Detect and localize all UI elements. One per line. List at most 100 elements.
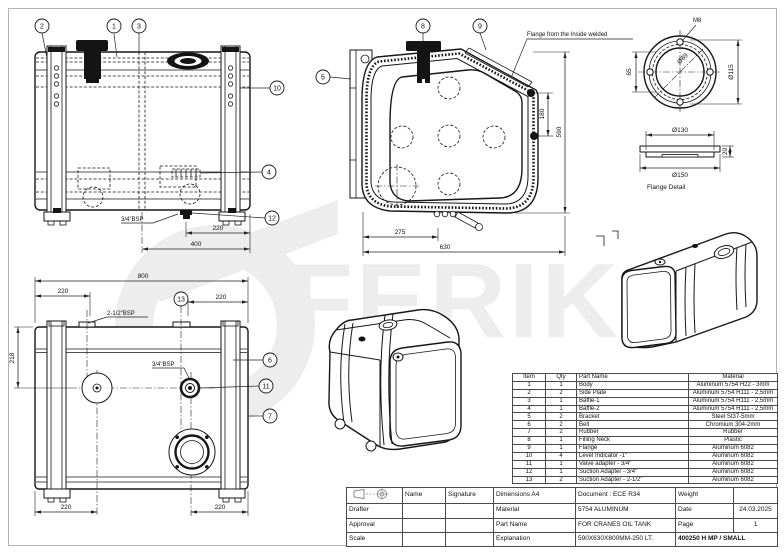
iso2-filler-cap — [713, 245, 735, 259]
svg-text:13: 13 — [177, 297, 185, 304]
dim-275: 275 — [395, 229, 406, 236]
flange-detail-caption: Flange Detail — [647, 184, 686, 191]
part-code: 400250 H MP / SMALL — [675, 531, 778, 547]
scale-label: Scale — [346, 531, 403, 547]
parts-header-row: Item Qty Part Name Material — [512, 373, 778, 382]
belt-left-rear — [43, 320, 71, 503]
weight-value — [733, 487, 778, 504]
part-name-value: FOR CRANES OIL TANK — [575, 517, 676, 533]
title-block: Name Signature Dimensions A4 Document : … — [346, 487, 778, 547]
iso-view-2 — [596, 230, 758, 349]
col-item: Item — [512, 373, 546, 382]
balloon-10: 10 — [240, 80, 285, 96]
dim-220-tr: 220 — [216, 294, 227, 301]
dim-180: 180 — [539, 108, 546, 119]
bottom-plug — [180, 210, 192, 219]
balloon-3: 3 — [131, 18, 147, 52]
bsp34-label: 3/4"BSP — [121, 217, 143, 223]
svg-text:5: 5 — [321, 75, 325, 82]
drafter-name — [402, 502, 446, 519]
explanation-value: 590X630X800MM-250 LT. — [575, 531, 676, 547]
dim-65: 65 — [626, 68, 633, 76]
belt-right-rear — [218, 320, 246, 503]
dimensions-label: Dimensions A4 — [493, 487, 576, 504]
svg-text:11: 11 — [262, 384, 269, 391]
name-label: Name — [402, 487, 446, 504]
page-value: 1 — [733, 517, 778, 533]
balloon-13: 13 — [173, 291, 189, 307]
dim-590: 590 — [556, 126, 563, 137]
valve-adapter — [179, 377, 201, 399]
dim-400: 400 — [191, 241, 202, 248]
balloon-11: 11 — [199, 378, 274, 394]
dim-130: Ø130 — [672, 127, 688, 134]
col-part-name: Part Name — [576, 373, 689, 382]
balloon-9: 9 — [472, 18, 488, 51]
balloon-7: 7 — [249, 408, 278, 424]
dim-220-bl: 220 — [61, 504, 72, 511]
belt-right — [218, 45, 246, 226]
projection-symbol-icon — [353, 488, 389, 501]
title-block-row: Drafter Material 5754 ALUMINUM Date 24.0… — [346, 502, 778, 519]
balloon-6: 6 — [233, 352, 278, 368]
suction-flange — [168, 428, 216, 476]
filling-cap — [167, 52, 209, 70]
scale-name — [402, 531, 446, 547]
dim-218: 218 — [9, 352, 16, 363]
dim-800: 800 — [138, 273, 149, 280]
front-view: 3/4"BSP 220 400 2 1 — [34, 18, 285, 253]
projection-symbol-cell — [346, 487, 403, 504]
approval-label: Approval — [346, 517, 403, 533]
filling-neck — [406, 41, 441, 83]
flange-detail: Ø89 M8 65 Ø115 Ø130 Ø150 — [626, 18, 742, 191]
balloon-5: 5 — [315, 69, 352, 85]
weight-label: Weight — [675, 487, 734, 504]
bsp34-rear-label: 3/4"BSP — [152, 362, 174, 368]
belt-tensioner — [76, 40, 108, 83]
document-label: Document : ECE R34 — [575, 487, 676, 504]
dim-220: 220 — [213, 225, 224, 232]
level-indicator — [81, 372, 113, 404]
svg-text:1: 1 — [112, 24, 116, 31]
dim-115: Ø115 — [728, 64, 735, 80]
col-material: Material — [688, 373, 778, 382]
suction-adapter-hidden — [171, 168, 201, 178]
scale-signature — [445, 531, 494, 547]
side-view: Flange from the Inside welded 180 590 27… — [315, 18, 633, 256]
approval-name — [402, 517, 446, 533]
balloon-12: 12 — [191, 210, 280, 226]
material-label: Material — [493, 502, 576, 519]
dim-20: 20 — [722, 148, 729, 156]
balloon-2: 2 — [34, 18, 50, 59]
part-name-label: Part Name — [493, 517, 576, 533]
signature-label: Signature — [445, 487, 494, 504]
drafter-label: Drafter — [346, 502, 403, 519]
svg-text:4: 4 — [267, 170, 271, 177]
svg-text:12: 12 — [268, 216, 276, 223]
drafter-signature — [445, 502, 494, 519]
balloon-4: 4 — [199, 164, 277, 180]
svg-text:6: 6 — [268, 358, 272, 365]
svg-text:7: 7 — [268, 414, 272, 421]
iso-view-1 — [328, 308, 462, 452]
svg-text:2: 2 — [40, 24, 44, 31]
rear-view: 3/4"BSP 2-1/2"BSP 800 220 — [9, 273, 278, 516]
bsp212-label: 2-1/2"BSP — [107, 311, 135, 317]
title-block-row: Approval Part Name FOR CRANES OIL TANK P… — [346, 517, 778, 533]
title-block-row: Name Signature Dimensions A4 Document : … — [346, 487, 778, 504]
weld-note: Flange from the Inside welded — [527, 32, 607, 38]
dim-220-br: 220 — [215, 504, 226, 511]
balloon-1: 1 — [106, 18, 122, 58]
